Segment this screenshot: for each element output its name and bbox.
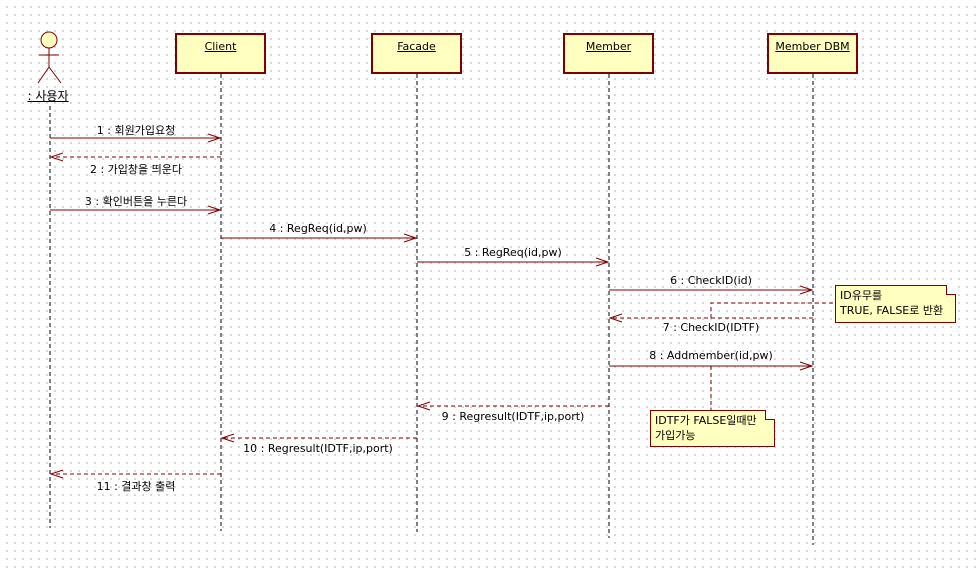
message-label-7[interactable]: 7 : CheckID(IDTF) — [662, 321, 760, 334]
lifeline-box-member[interactable]: Member — [563, 33, 654, 74]
note-connector-1 — [710, 302, 835, 318]
note-id-check[interactable]: ID유무를 TRUE, FALSE로 반환 — [835, 285, 956, 323]
lifeline-box-facade[interactable]: Facade — [371, 33, 462, 74]
message-label-4[interactable]: 4 : RegReq(id,pw) — [269, 222, 367, 235]
note-fold-corner — [946, 285, 956, 295]
message-label-10[interactable]: 10 : Regresult(IDTF,ip,port) — [243, 442, 393, 455]
note-line: IDTF가 FALSE일때만 — [655, 414, 757, 427]
note-line: ID유무를 — [840, 289, 883, 302]
message-label-11[interactable]: 11 : 결과창 출력 — [96, 480, 176, 493]
actor-stick-figure-icon — [37, 31, 62, 84]
message-label-5[interactable]: 5 : RegReq(id,pw) — [464, 246, 562, 259]
lifeline-label: Member — [585, 40, 632, 53]
note-addmember-condition[interactable]: IDTF가 FALSE일때만 가입가능 — [650, 410, 775, 447]
message-label-2[interactable]: 2 : 가입창을 띄운다 — [89, 163, 183, 176]
lifeline-label: Client — [204, 40, 237, 53]
note-line: TRUE, FALSE로 반환 — [840, 304, 944, 317]
message-label-8[interactable]: 8 : Addmember(id,pw) — [649, 349, 773, 362]
lifeline-label: Member DBM — [775, 40, 850, 53]
message-label-9[interactable]: 9 : Regresult(IDTF,ip,port) — [441, 410, 585, 423]
message-label-3[interactable]: 3 : 확인버튼을 누른다 — [84, 195, 188, 208]
lifeline-box-client[interactable]: Client — [175, 33, 266, 74]
note-fold-corner — [765, 410, 775, 420]
lifeline-box-memberdbm[interactable]: Member DBM — [767, 33, 858, 74]
message-label-1[interactable]: 1 : 회원가입요청 — [96, 124, 176, 137]
actor-label: : 사용자 — [27, 89, 69, 103]
lifeline-label: Facade — [397, 40, 436, 53]
message-label-6[interactable]: 6 : CheckID(id) — [670, 274, 752, 287]
note-line: 가입가능 — [655, 429, 696, 442]
